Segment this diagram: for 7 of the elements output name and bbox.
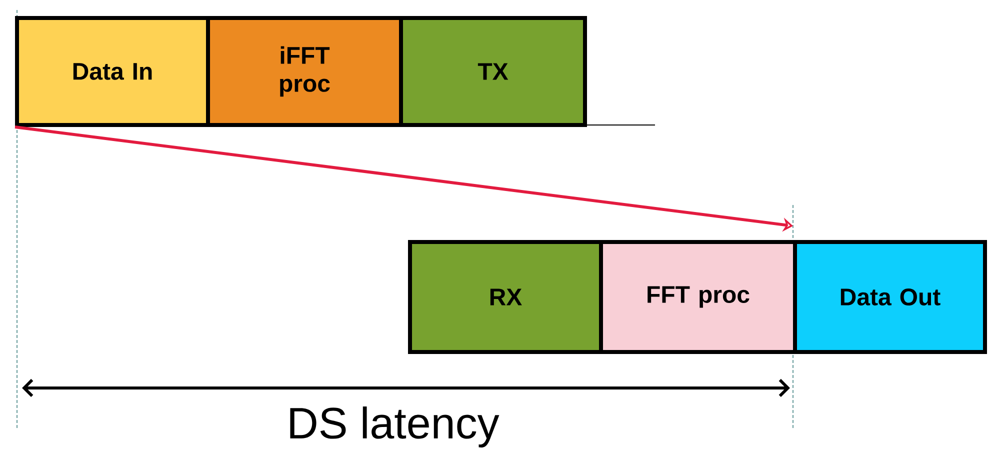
process-box: FFT proc bbox=[599, 240, 797, 354]
process-box: RX bbox=[408, 240, 603, 354]
process-box: Data Out bbox=[793, 240, 987, 354]
process-box: TX bbox=[399, 16, 587, 127]
process-box: iFFT proc bbox=[206, 16, 403, 127]
dimension-label: DS latency bbox=[290, 406, 500, 448]
process-box: Data In bbox=[15, 16, 210, 127]
